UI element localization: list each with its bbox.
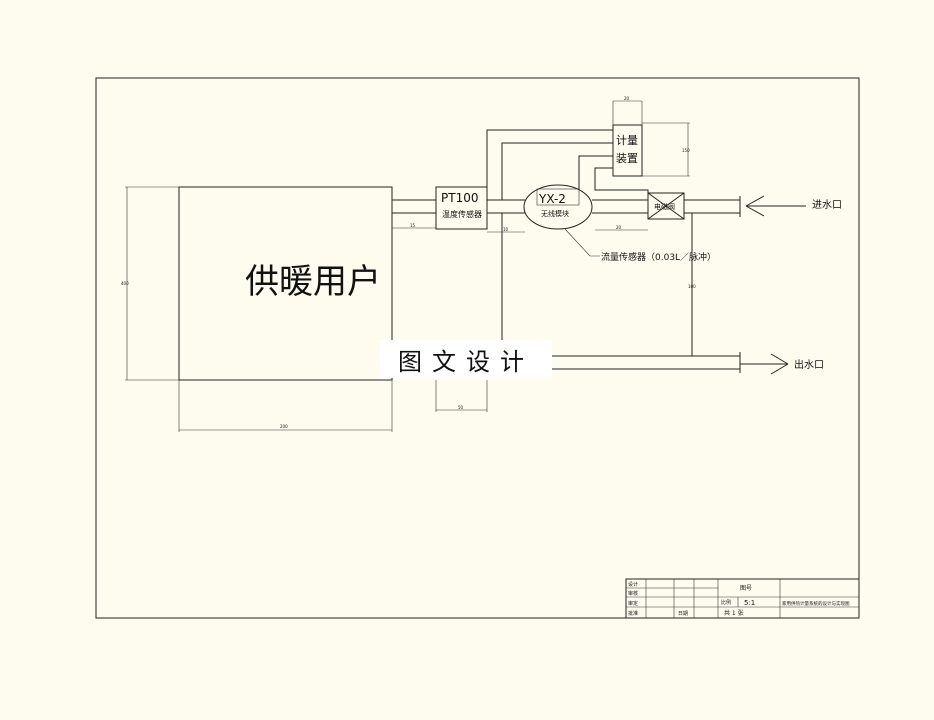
- solenoid-valve-label: 电磁阀: [654, 202, 675, 211]
- drawing-frame: [95, 77, 860, 619]
- title-block: 设计 审核 审定 批准 日期 图号 比例 5:1 共 1 张 家用供热计量系统的…: [625, 578, 860, 619]
- title-date-label: 日期: [678, 611, 688, 617]
- watermark: 图文设计: [380, 340, 552, 378]
- title-row-approve: 审定: [628, 600, 638, 607]
- yx2-module: [523, 184, 593, 230]
- pt100-sensor-box: [435, 186, 488, 230]
- dim-user-height: 400: [121, 281, 129, 286]
- title-chart-label: 图号: [740, 585, 752, 592]
- yx2-label: YX-2: [538, 192, 566, 206]
- dim-sensor-gap: 10: [503, 227, 509, 232]
- pt100-label: PT100: [441, 191, 478, 205]
- temp-sensor-label: 温度传感器: [442, 209, 482, 219]
- title-row-review: 审核: [628, 590, 638, 597]
- title-scale-label: 比例: [721, 599, 731, 606]
- title-row-design: 设计: [628, 581, 638, 588]
- dim-pipe-gap: 15: [410, 223, 416, 228]
- dim-temp-block: 50: [458, 405, 464, 410]
- heating-user-label: 供暖用户: [245, 262, 381, 302]
- dim-metering-height: 150: [682, 148, 690, 153]
- outlet-arrow-icon: [740, 353, 789, 375]
- wireless-module-label: 无线模块: [541, 209, 569, 218]
- dim-valve-gap: 20: [616, 225, 622, 230]
- dim-user-width: 200: [280, 424, 288, 429]
- inlet-arrow-icon: [745, 195, 806, 217]
- dim-vertical-pipe: 100: [688, 284, 696, 289]
- title-scale-value: 5:1: [744, 599, 755, 607]
- water-outlet-label: 出水口: [794, 358, 824, 371]
- title-row-authorize: 批准: [628, 610, 638, 617]
- flow-sensor-label: 流量传感器（0.03L／脉冲）: [601, 251, 716, 263]
- metering-label-2: 装置: [616, 152, 638, 165]
- solenoid-valve: [647, 192, 685, 220]
- metering-device: [612, 124, 643, 177]
- metering-label-1: 计量: [616, 134, 638, 147]
- title-sheet-label: 共 1 张: [724, 609, 744, 617]
- title-drawing-name: 家用供热计量系统的设计与实现图: [782, 600, 850, 607]
- dim-metering-width: 20: [624, 96, 630, 101]
- heating-user-block: [178, 186, 393, 381]
- water-inlet-label: 进水口: [812, 199, 842, 211]
